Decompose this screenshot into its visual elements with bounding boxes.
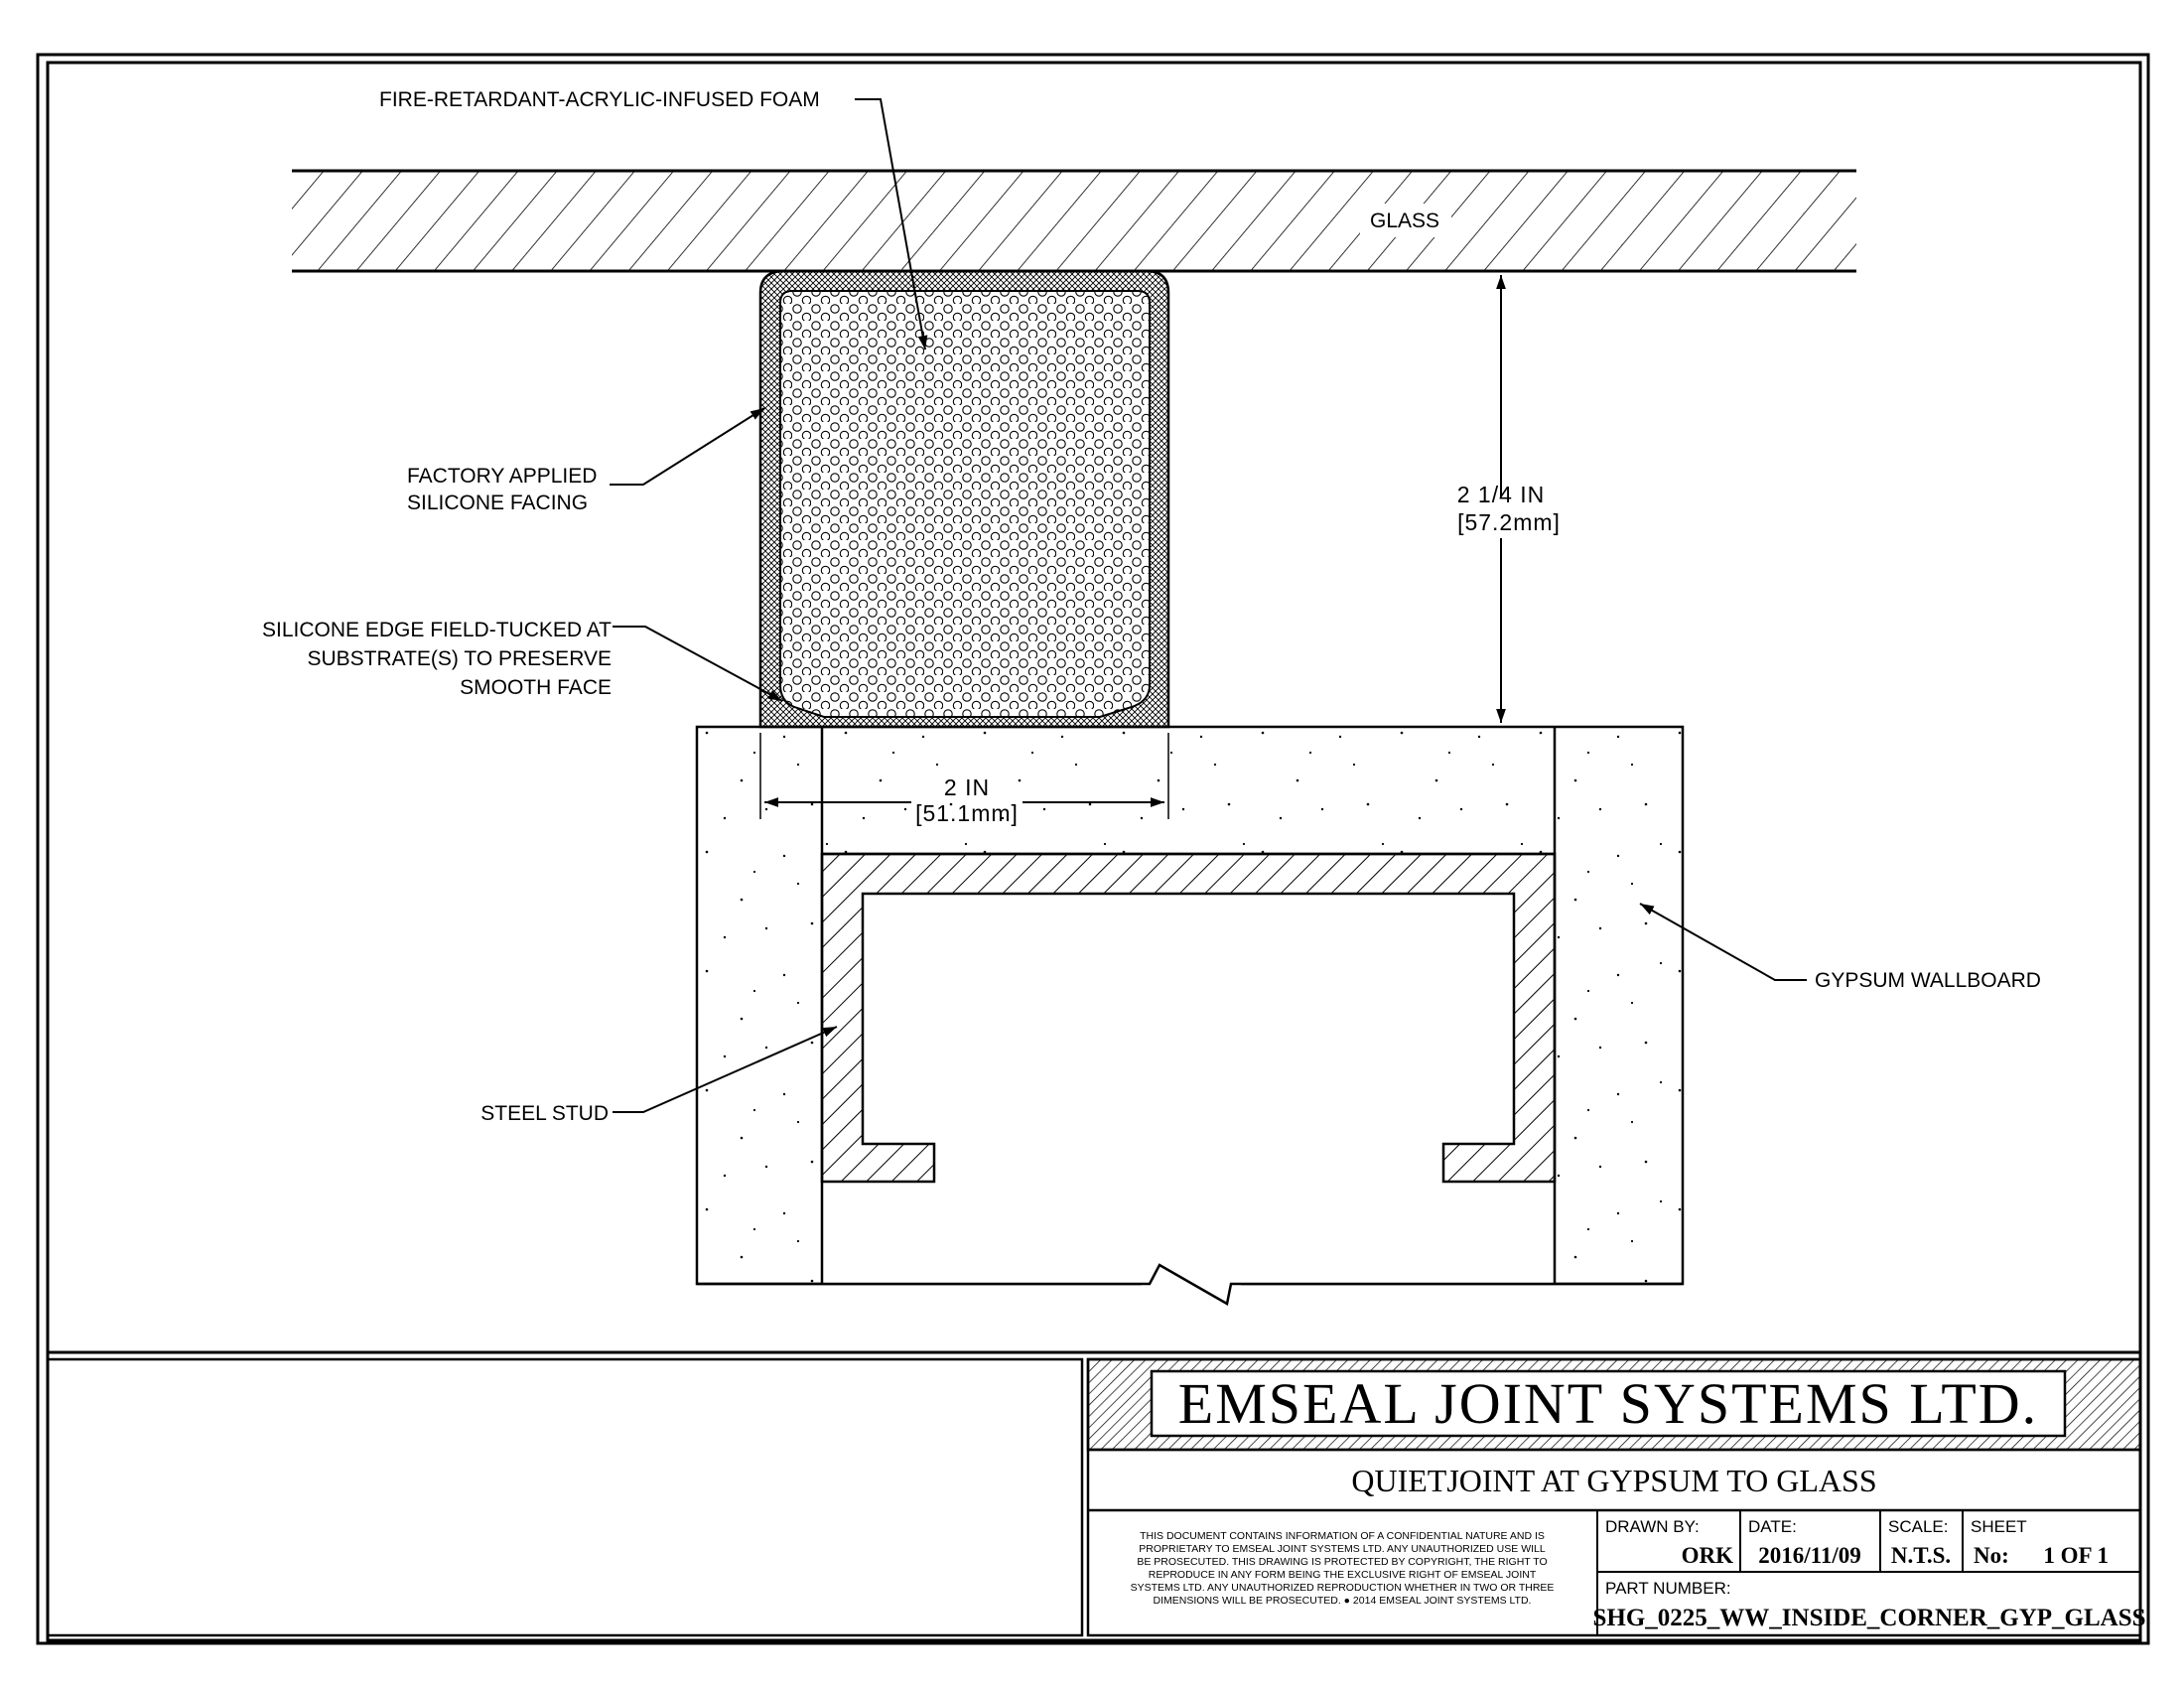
glass-label: GLASS xyxy=(1370,210,1439,232)
notice-line: PROPRIETARY TO EMSEAL JOINT SYSTEMS LTD.… xyxy=(1139,1543,1546,1555)
title-block xyxy=(46,1357,2142,1637)
date-label: DATE: xyxy=(1748,1517,1797,1536)
glass-pane xyxy=(292,169,1856,273)
facing-leader xyxy=(610,407,765,486)
foam-leader xyxy=(855,98,928,351)
edge-label-line3: SMOOTH FACE xyxy=(460,676,612,699)
scale-value: N.T.S. xyxy=(1891,1543,1951,1568)
facing-label-line1: FACTORY APPLIED xyxy=(407,465,597,488)
quietjoint-sealant xyxy=(758,269,1170,729)
stud-leader xyxy=(613,1026,838,1113)
sheet-label: SHEET xyxy=(1971,1517,2027,1536)
edge-leader xyxy=(613,626,783,702)
confidentiality-notice: THIS DOCUMENT CONTAINS INFORMATION OF A … xyxy=(1131,1530,1555,1607)
notice-line: SYSTEMS LTD. ANY UNAUTHORIZED REPRODUCTI… xyxy=(1131,1582,1555,1594)
gypsum-label: GYPSUM WALLBOARD xyxy=(1815,969,2041,992)
sheet-no-label: No: xyxy=(1974,1543,2009,1568)
height-dim-in: 2 1/4 IN xyxy=(1457,482,1546,507)
foam-label: FIRE-RETARDANT-ACRYLIC-INFUSED FOAM xyxy=(379,88,820,111)
leader-lines xyxy=(610,98,1807,1113)
edge-label-line2: SUBSTRATE(S) TO PRESERVE xyxy=(307,647,612,670)
stud-label: STEEL STUD xyxy=(480,1102,609,1125)
width-dim-mm: [51.1mm] xyxy=(915,800,1019,826)
drawn-by-label: DRAWN BY: xyxy=(1605,1517,1700,1536)
foam-core xyxy=(780,291,1150,717)
sheet-value: 1 OF 1 xyxy=(2043,1543,2109,1568)
notice-line: THIS DOCUMENT CONTAINS INFORMATION OF A … xyxy=(1140,1530,1545,1542)
width-dimension xyxy=(759,733,1169,819)
steel-stud xyxy=(820,852,1557,1184)
outer-border xyxy=(36,53,2150,1645)
facing-label-line2: SILICONE FACING xyxy=(407,492,588,514)
drawn-by-value: ORK xyxy=(1682,1543,1734,1568)
notice-line: BE PROSECUTED. THIS DRAWING IS PROTECTED… xyxy=(1137,1556,1547,1568)
width-dim-in: 2 IN xyxy=(944,774,990,800)
drawing-title: QUIETJOINT AT GYPSUM TO GLASS xyxy=(1351,1463,1876,1498)
height-dim-mm: [57.2mm] xyxy=(1457,509,1561,535)
part-number-value: SHG_0225_WW_INSIDE_CORNER_GYP_GLASS xyxy=(1592,1605,2145,1631)
notice-line: DIMENSIONS WILL BE PROSECUTED. ● 2014 EM… xyxy=(1154,1595,1532,1607)
notice-line: REPRODUCE IN ANY FORM BEING THE EXCLUSIV… xyxy=(1149,1569,1537,1581)
scale-label: SCALE: xyxy=(1888,1517,1948,1536)
edge-label-line1: SILICONE EDGE FIELD-TUCKED AT xyxy=(262,619,612,641)
part-number-label: PART NUMBER: xyxy=(1605,1579,1731,1598)
date-value: 2016/11/09 xyxy=(1758,1543,1861,1568)
company-name: EMSEAL JOINT SYSTEMS LTD. xyxy=(1178,1371,2038,1436)
gypsum-leader xyxy=(1639,903,1807,981)
notes-box xyxy=(46,1357,1084,1637)
inner-border xyxy=(46,61,2142,1642)
